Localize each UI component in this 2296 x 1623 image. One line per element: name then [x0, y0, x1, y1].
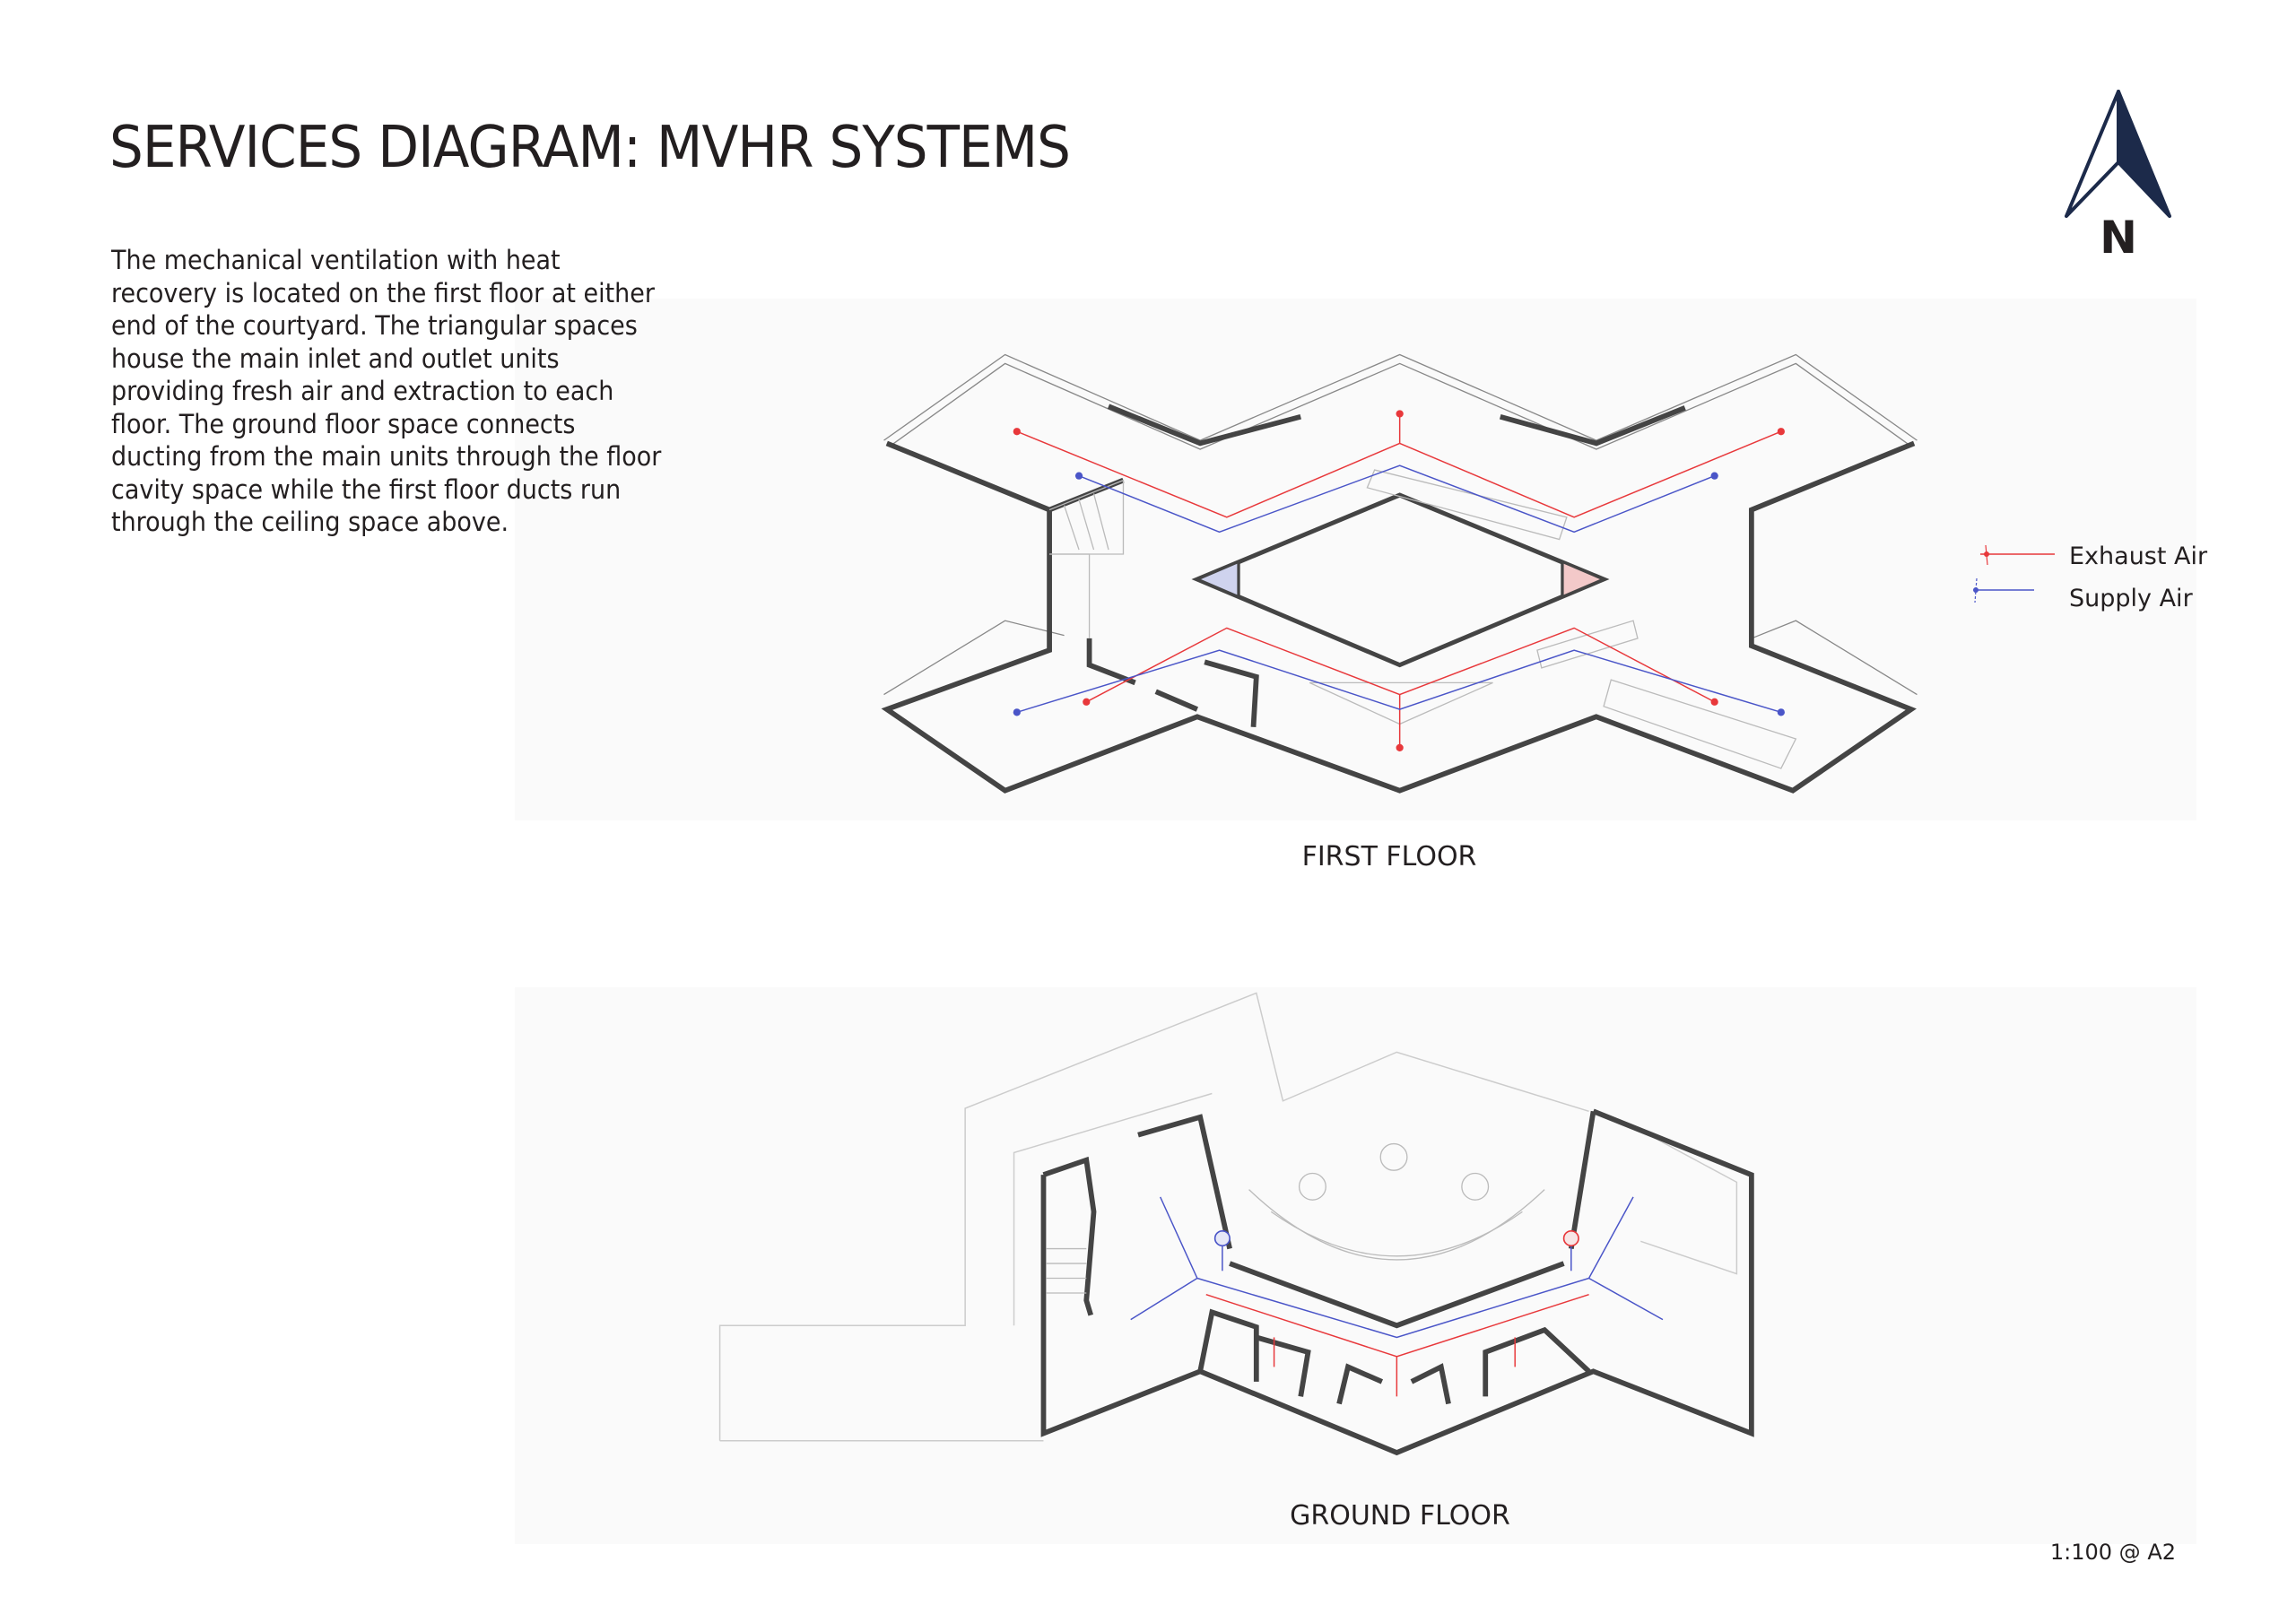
exhaust-terminals	[1013, 410, 1785, 752]
first-floor-panel	[515, 299, 2196, 820]
legend-label-supply: Supply Air	[2069, 585, 2194, 612]
outlet-unit-space	[1561, 559, 1608, 600]
ground-floor-label: GROUND FLOOR	[1290, 1500, 1510, 1532]
exhaust-ducts	[1205, 1293, 1589, 1397]
legend-label-exhaust: Exhaust Air	[2069, 542, 2208, 570]
legend: Exhaust Air Supply Air	[1973, 542, 2208, 612]
ground-floor-plan	[718, 992, 1754, 1456]
page-title: SERVICES DIAGRAM: MVHR SYSTEMS	[109, 115, 1071, 181]
ground-floor-panel	[515, 987, 2196, 1544]
supply-riser-icon	[1213, 1229, 1231, 1247]
balcony-railings	[883, 353, 1918, 696]
supply-terminals	[1013, 472, 1785, 716]
inlet-unit-space	[1193, 559, 1240, 600]
legend-item-supply-air: Supply Air	[1973, 577, 2194, 612]
exhaust-riser-icon	[1562, 1229, 1579, 1247]
north-arrow-icon: N	[2065, 90, 2171, 264]
first-floor-label: FIRST FLOOR	[1302, 841, 1477, 872]
furniture	[1046, 1142, 1545, 1294]
first-floor-plan	[881, 353, 1918, 794]
scale-label: 1:100 @ A2	[2050, 1540, 2176, 1565]
supply-ducts	[1016, 464, 1782, 714]
description-text: The mechanical ventilation with heat rec…	[111, 245, 662, 537]
site-outline	[718, 992, 1738, 1442]
north-label: N	[2100, 212, 2137, 264]
exhaust-ducts	[1016, 413, 1782, 748]
legend-item-exhaust-air: Exhaust Air	[1980, 542, 2208, 570]
